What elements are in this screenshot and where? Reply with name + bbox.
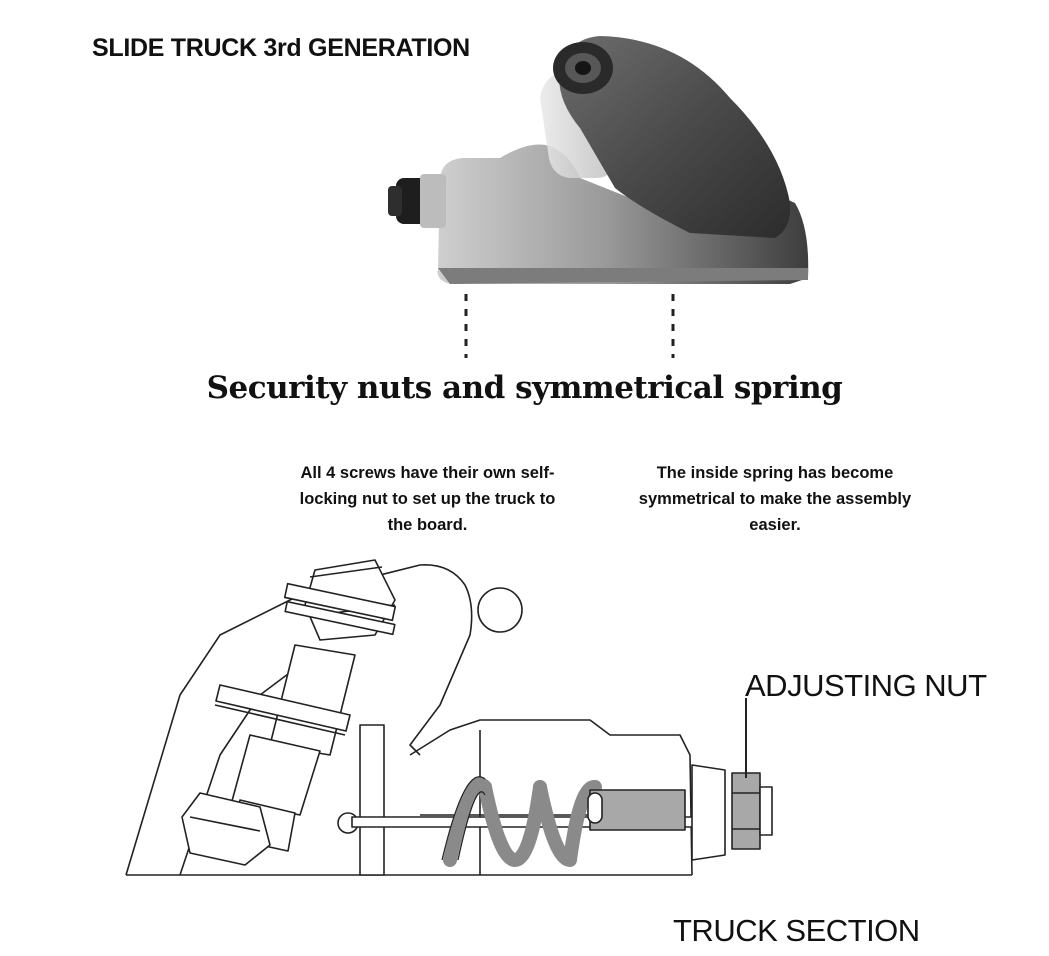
headline: Security nuts and symmetrical spring	[206, 370, 843, 406]
page-title: SLIDE TRUCK 3rd GENERATION	[92, 34, 470, 62]
truck-section-drawing	[125, 559, 773, 876]
description-security-nuts: All 4 screws have their own self-locking…	[299, 464, 556, 534]
truck-photo	[388, 36, 809, 284]
description-symmetrical-spring: The inside spring has become symmetrical…	[638, 464, 912, 534]
adjusting-nut-leader	[745, 698, 747, 778]
guide-dashes	[464, 294, 675, 358]
section-caption: TRUCK SECTION	[673, 913, 920, 948]
adjusting-nut-callout: ADJUSTING NUT	[745, 668, 987, 703]
